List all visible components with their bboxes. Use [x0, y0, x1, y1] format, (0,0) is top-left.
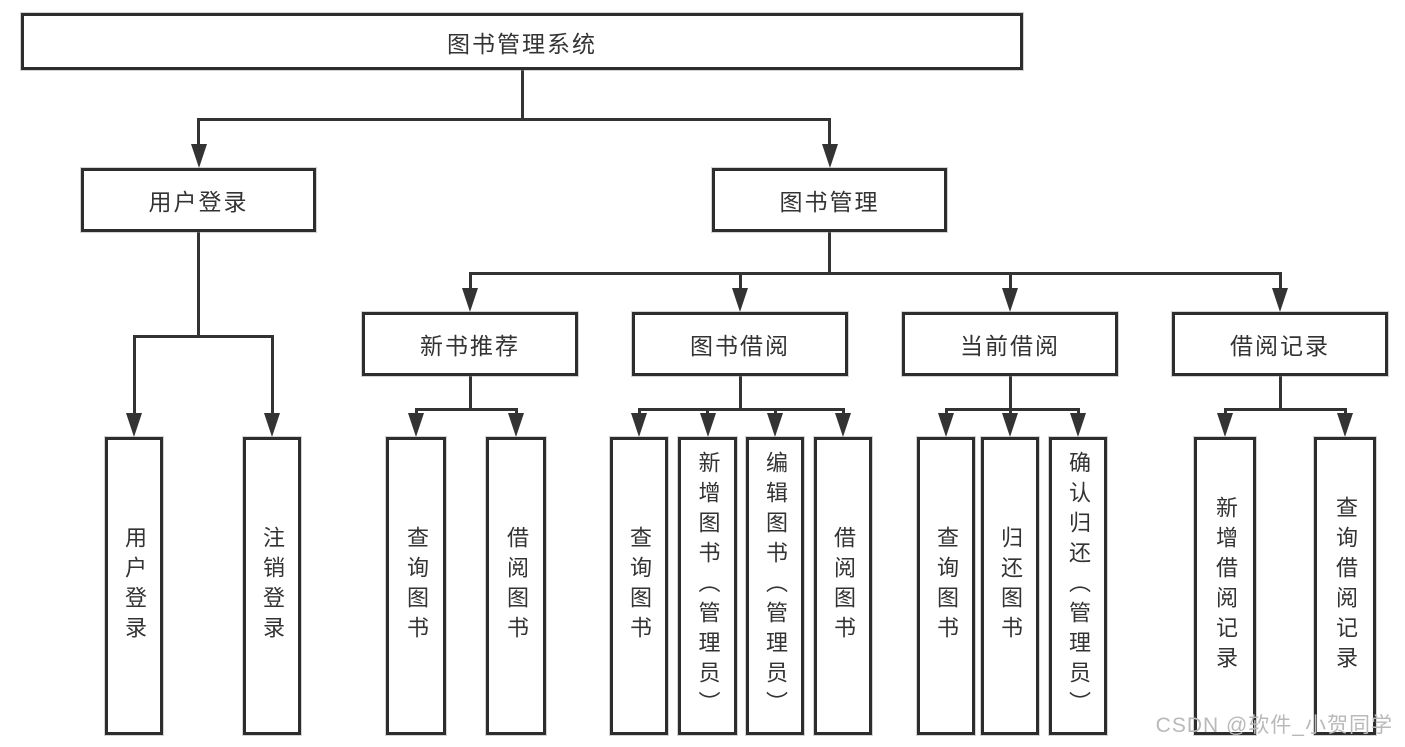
- node-user-login: 用户登录: [81, 168, 316, 232]
- node-label: 确认归还（管理员）: [1066, 451, 1091, 721]
- arrow-down-icon: [1272, 288, 1288, 312]
- connector-line: [828, 118, 831, 150]
- connector-line: [270, 335, 274, 419]
- arrow-down-icon: [508, 413, 524, 437]
- csdn-watermark: CSDN @软件_小贺同学: [1155, 714, 1393, 737]
- connector-line: [197, 118, 200, 150]
- connector-line: [468, 272, 472, 294]
- connector-line: [738, 376, 742, 411]
- node-root: 图书管理系统: [21, 13, 1023, 70]
- node-bb-borrow: 借阅图书: [814, 437, 872, 735]
- connector-line: [197, 232, 200, 338]
- node-book-mgmt: 图书管理: [712, 168, 947, 232]
- node-bb-edit: 编辑图书（管理员）: [746, 437, 804, 735]
- node-lr-add: 新增借阅记录: [1194, 437, 1256, 735]
- arrow-down-icon: [190, 144, 207, 168]
- connector-line: [637, 408, 845, 411]
- node-label: 查询图书: [934, 526, 959, 646]
- node-rec-query: 查询图书: [386, 437, 446, 735]
- node-label: 查询借阅记录: [1333, 496, 1358, 676]
- arrow-down-icon: [408, 413, 424, 437]
- connector-line: [944, 408, 1080, 411]
- arrow-down-icon: [821, 144, 838, 168]
- node-book-borrow: 图书借阅: [632, 312, 848, 376]
- node-cur-confirm: 确认归还（管理员）: [1049, 437, 1107, 735]
- connector-line: [132, 335, 136, 419]
- node-label: 编辑图书（管理员）: [763, 451, 788, 721]
- connector-line: [1008, 272, 1012, 294]
- arrow-down-icon: [732, 288, 748, 312]
- node-label: 新增图书（管理员）: [695, 451, 721, 721]
- connector-line: [1008, 376, 1012, 411]
- node-label: 借阅图书: [831, 526, 856, 646]
- arrow-down-icon: [1070, 413, 1086, 437]
- arrow-down-icon: [699, 413, 716, 437]
- node-cur-query: 查询图书: [917, 437, 975, 735]
- node-label: 新书推荐: [420, 333, 520, 359]
- node-bb-add: 新增图书（管理员）: [678, 437, 737, 735]
- node-label: 图书借阅: [690, 333, 790, 359]
- node-label: 注销登录: [260, 526, 285, 646]
- node-label: 借阅记录: [1230, 333, 1330, 359]
- arrow-down-icon: [126, 413, 142, 437]
- node-label: 用户登录: [148, 189, 249, 215]
- node-lr-query: 查询借阅记录: [1314, 437, 1376, 735]
- node-label: 新增借阅记录: [1213, 496, 1238, 676]
- node-label: 借阅图书: [504, 526, 529, 646]
- arrow-down-icon: [1002, 413, 1018, 437]
- arrow-down-icon: [1337, 413, 1353, 437]
- connector-line: [520, 70, 524, 121]
- node-rec-borrow: 借阅图书: [486, 437, 546, 735]
- connector-line: [1278, 376, 1282, 411]
- connector-line: [828, 232, 831, 275]
- node-label: 当前借阅: [960, 333, 1060, 359]
- node-loan-records: 借阅记录: [1172, 312, 1388, 376]
- node-bb-query: 查询图书: [610, 437, 668, 735]
- arrow-down-icon: [835, 413, 851, 437]
- connector-line: [132, 335, 274, 338]
- connector-line: [468, 272, 1282, 275]
- arrow-down-icon: [767, 413, 783, 437]
- node-cur-return: 归还图书: [981, 437, 1039, 735]
- node-label: 图书管理: [779, 189, 880, 215]
- node-leaf-login: 用户登录: [105, 437, 163, 735]
- connector-line: [197, 118, 831, 121]
- node-label: 归还图书: [998, 526, 1023, 646]
- arrow-down-icon: [938, 413, 954, 437]
- connector-line: [1223, 408, 1347, 411]
- node-leaf-logout: 注销登录: [243, 437, 301, 735]
- node-new-book-rec: 新书推荐: [362, 312, 578, 376]
- arrow-down-icon: [1002, 288, 1018, 312]
- connector-line: [468, 376, 472, 411]
- node-label: 查询图书: [404, 526, 429, 646]
- node-label: 查询图书: [627, 526, 652, 646]
- connector-line: [738, 272, 742, 294]
- node-label: 用户登录: [122, 526, 147, 646]
- arrow-down-icon: [1217, 413, 1233, 437]
- arrow-down-icon: [264, 413, 280, 437]
- node-current-loan: 当前借阅: [902, 312, 1118, 376]
- arrow-down-icon: [631, 413, 647, 437]
- connector-line: [414, 408, 518, 411]
- arrow-down-icon: [462, 288, 478, 312]
- connector-line: [1278, 272, 1282, 294]
- node-label: 图书管理系统: [447, 30, 597, 57]
